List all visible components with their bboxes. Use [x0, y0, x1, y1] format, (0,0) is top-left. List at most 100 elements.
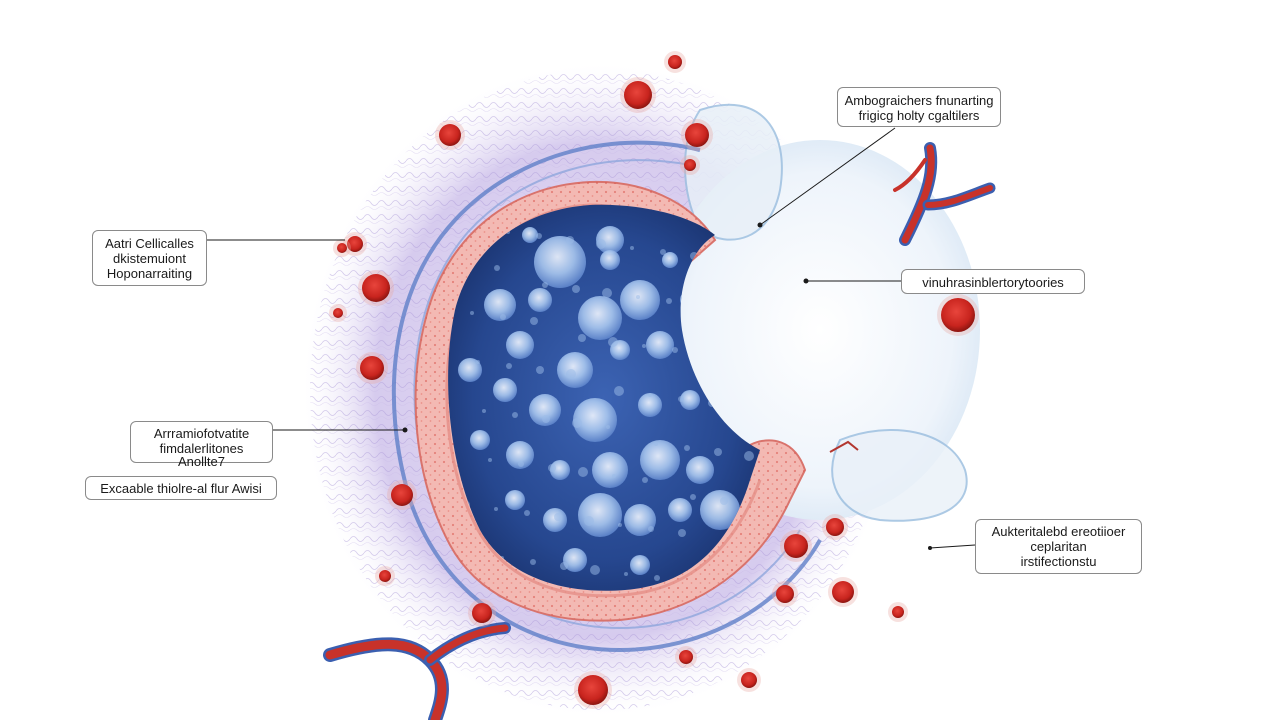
lumen-speck: [720, 497, 728, 505]
lumen-speck: [602, 288, 612, 298]
label-left-upper-line-3: Hoponarraiting: [106, 266, 193, 281]
lumen-cell: [470, 430, 490, 450]
red-blood-cell: [741, 672, 757, 688]
lumen-cell: [578, 493, 622, 537]
lumen-speck: [678, 529, 686, 537]
lumen-speck: [524, 510, 530, 516]
lumen-cell: [624, 504, 656, 536]
lumen-cell: [543, 508, 567, 532]
label-left-mid-line-2: fimdalerlitones: [159, 441, 244, 456]
label-top-right-line-2: frigicg holty cgaltilers: [858, 108, 980, 123]
lumen-speck: [578, 334, 586, 342]
lumen-speck: [642, 344, 646, 348]
lumen-cell: [640, 440, 680, 480]
lumen-speck: [470, 311, 474, 315]
lumen-speck: [624, 572, 628, 576]
red-blood-cell: [668, 55, 682, 69]
lumen-cell: [506, 441, 534, 469]
lumen-speck: [566, 369, 576, 379]
lumen-cell: [638, 393, 662, 417]
lumen-speck: [482, 409, 486, 413]
lumen-speck: [578, 467, 588, 477]
lumen-speck: [548, 464, 556, 472]
red-blood-cell: [472, 603, 492, 623]
lumen-cell: [646, 331, 674, 359]
lumen-speck: [572, 418, 582, 428]
lumen-cell: [484, 289, 516, 321]
label-left-upper: Aatri Cellicalles dkistemuiont Hoponarra…: [92, 230, 207, 286]
lumen-speck: [566, 236, 574, 244]
lumen-cell: [680, 390, 700, 410]
red-blood-cell: [832, 581, 854, 603]
lumen-speck: [636, 295, 640, 299]
lumen-speck: [684, 445, 690, 451]
lumen-cell: [592, 452, 628, 488]
lumen-speck: [596, 239, 606, 249]
lumen-cell: [600, 250, 620, 270]
lumen-speck: [476, 360, 480, 364]
lumen-cell: [505, 490, 525, 510]
lumen-speck: [672, 347, 678, 353]
red-blood-cell: [347, 236, 363, 252]
label-right-lower: Aukteritalebd ereotiioer ceplaritan irst…: [975, 519, 1142, 574]
lumen-cell: [506, 331, 534, 359]
label-right-lower-line-1: Aukteritalebd ereotiioer: [991, 524, 1126, 539]
lumen-speck: [530, 317, 538, 325]
red-blood-cell: [892, 606, 904, 618]
lumen-cell: [573, 398, 617, 442]
lumen-speck: [642, 477, 648, 483]
lumen-speck: [690, 494, 696, 500]
label-left-mid-line-3: Anollte7: [178, 454, 225, 469]
lumen-speck: [500, 314, 506, 320]
lumen-speck: [536, 233, 542, 239]
lumen-speck: [618, 523, 622, 527]
lumen-cell: [620, 280, 660, 320]
lumen-cell: [529, 394, 561, 426]
lumen-speck: [542, 282, 548, 288]
label-left-mid: Arrramiofotvatite fimdalerlitones Anollt…: [130, 421, 273, 469]
lumen-speck: [660, 249, 666, 255]
lumen-speck: [518, 461, 524, 467]
lumen-cell: [522, 227, 538, 243]
lumen-cell: [528, 288, 552, 312]
lumen-speck: [512, 412, 518, 418]
lumen-speck: [614, 386, 624, 396]
lumen-speck: [584, 516, 594, 526]
lumen-speck: [714, 448, 722, 456]
lumen-speck: [648, 526, 654, 532]
lumen-speck: [744, 451, 754, 461]
lumen-speck: [542, 415, 550, 423]
red-blood-cell: [333, 308, 343, 318]
lumen-cell: [550, 460, 570, 480]
label-right-lower-line-3: irstifectionstu: [1020, 554, 1097, 569]
lumen-cell: [668, 498, 692, 522]
lumen-speck: [612, 474, 616, 478]
label-top-right: Ambograichers fnunarting frigicg holty c…: [837, 87, 1001, 127]
lumen-speck: [608, 337, 618, 347]
label-left-upper-line-2: dkistemuiont: [113, 251, 186, 266]
lumen-speck: [630, 246, 634, 250]
lumen-speck: [666, 298, 672, 304]
lumen-speck: [494, 265, 500, 271]
red-blood-cell: [624, 81, 652, 109]
lumen-cell: [458, 358, 482, 382]
red-blood-cell: [679, 650, 693, 664]
label-top-right-line-1: Ambograichers fnunarting: [844, 93, 994, 108]
red-blood-cell: [337, 243, 347, 253]
lumen-cell: [557, 352, 593, 388]
lumen-speck: [648, 393, 652, 397]
lumen-speck: [606, 425, 610, 429]
red-blood-cell: [685, 123, 709, 147]
label-right-mid-line-1: vinuhrasinblertorytoories: [922, 275, 1064, 290]
red-blood-cell: [684, 159, 696, 171]
red-blood-cell: [439, 124, 461, 146]
lumen-speck: [506, 363, 512, 369]
label-left-lower: Excaable thiolre-al flur Awisi: [85, 476, 277, 500]
lumen-speck: [494, 507, 498, 511]
label-left-lower-line-1: Excaable thiolre-al flur Awisi: [100, 481, 262, 496]
red-blood-cell: [379, 570, 391, 582]
red-blood-cell: [578, 675, 608, 705]
lumen-speck: [654, 575, 660, 581]
lumen-cell: [534, 236, 586, 288]
